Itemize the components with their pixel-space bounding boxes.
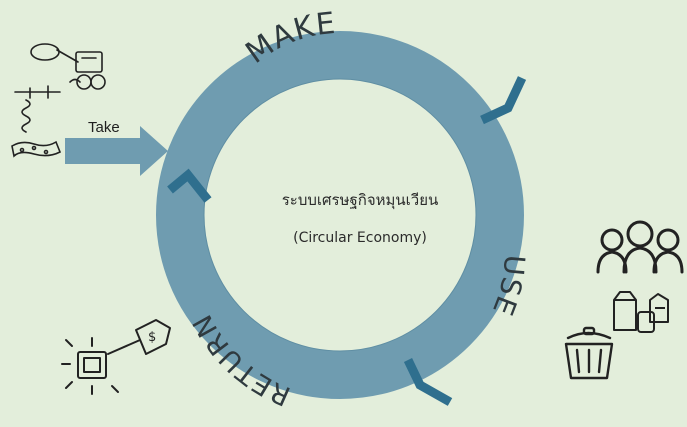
cycle-ring-inner-edge xyxy=(203,78,477,352)
take-arrow xyxy=(65,126,168,176)
center-subtitle: (Circular Economy) xyxy=(293,230,427,246)
take-label: Take xyxy=(88,119,120,136)
price-tag-icon: $ xyxy=(61,319,171,395)
people-group-icon xyxy=(596,220,684,274)
svg-text:$: $ xyxy=(148,330,156,345)
trash-bin-icon xyxy=(564,326,614,380)
center-title: ระบบเศรษฐกิจหมุนเวียน xyxy=(282,191,439,210)
chevron-separator-left xyxy=(167,168,212,203)
chevron-separator-bottom xyxy=(403,358,453,406)
cycle-ring xyxy=(156,31,524,399)
chevron-separator-right xyxy=(480,76,527,125)
raw-materials-sketch-icon xyxy=(11,43,106,158)
product-packages-icon xyxy=(613,291,669,333)
